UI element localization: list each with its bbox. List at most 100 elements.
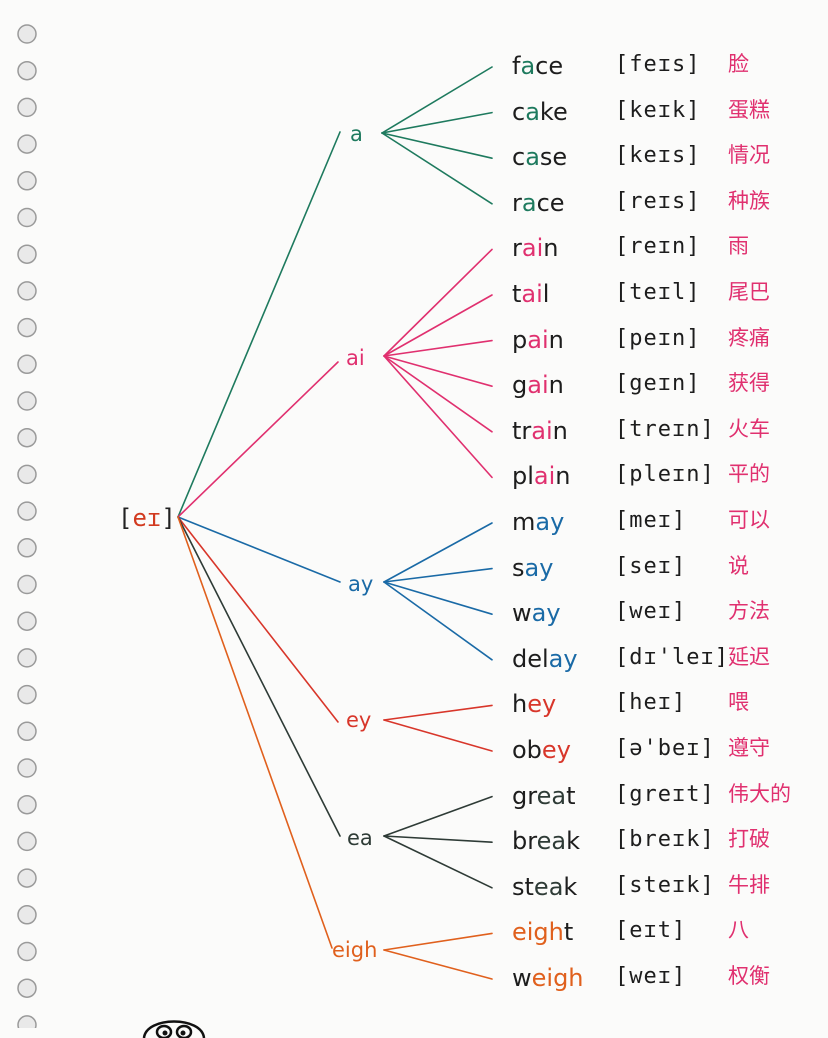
ipa-16: [greɪt] <box>615 781 715 807</box>
leaf-line-a <box>381 111 493 134</box>
word-prefix: t <box>512 280 522 308</box>
ipa-5: [teɪl] <box>615 280 701 305</box>
binding-ring <box>17 831 37 852</box>
word-highlight: ea <box>536 827 567 856</box>
word-highlight: ay <box>524 553 554 582</box>
translation-17: 打破 <box>728 827 770 852</box>
translation-9: 平的 <box>728 462 770 487</box>
word-suffix: se <box>539 143 568 172</box>
word-prefix: c <box>512 97 526 126</box>
ipa-12: [weɪ] <box>615 599 687 625</box>
ipa-2: [keɪs] <box>615 143 701 169</box>
branch-label-eigh: eigh <box>332 938 378 962</box>
translation-12: 方法 <box>728 599 770 624</box>
trunk-line-ai <box>177 361 339 518</box>
leaf-line-ea <box>383 835 493 889</box>
ipa-14: [heɪ] <box>615 690 687 716</box>
translation-15: 遵守 <box>728 736 770 760</box>
word-2: case <box>512 145 567 169</box>
translation-4: 雨 <box>728 234 749 259</box>
word-19: eight <box>512 920 573 944</box>
word-13: delay <box>512 647 578 671</box>
word-16: great <box>512 784 575 808</box>
binding-ring <box>17 868 37 888</box>
trunk-line-ey <box>177 516 339 723</box>
branch-label-ay: ay <box>348 572 374 596</box>
ipa-0: [feɪs] <box>615 52 701 77</box>
word-prefix: f <box>512 52 521 80</box>
ipa-10: [meɪ] <box>615 508 687 533</box>
translation-7: 获得 <box>728 371 770 396</box>
trunk-line-ea <box>177 516 341 837</box>
ipa-15: [ə'beɪ] <box>615 736 715 761</box>
binding-ring <box>17 941 37 962</box>
notebook-binding-rings <box>17 24 37 1028</box>
word-suffix: n <box>548 371 564 400</box>
ipa-1: [keɪk] <box>615 97 701 123</box>
word-11: say <box>512 556 553 580</box>
word-14: hey <box>512 692 556 716</box>
word-highlight: eigh <box>512 918 564 947</box>
word-suffix: l <box>542 280 550 308</box>
binding-ring <box>17 1015 37 1028</box>
word-17: break <box>512 829 580 853</box>
binding-ring <box>17 684 37 705</box>
binding-ring <box>17 574 37 595</box>
word-prefix: m <box>512 508 536 536</box>
word-suffix: ce <box>536 188 565 217</box>
binding-ring <box>17 281 37 301</box>
word-6: pain <box>512 328 564 352</box>
word-highlight: ai <box>527 325 549 354</box>
ipa-6: [peɪn] <box>615 325 701 351</box>
word-suffix: k <box>563 872 578 901</box>
branch-label-ea: ea <box>347 826 373 850</box>
leaf-line-ey <box>383 719 493 752</box>
root-bracket-close: ] <box>161 504 176 532</box>
word-15: obey <box>512 738 571 762</box>
word-highlight: ey <box>527 690 557 719</box>
leaf-line-eigh <box>383 932 493 951</box>
translation-16: 伟大的 <box>728 781 791 806</box>
binding-ring <box>17 978 37 998</box>
word-highlight: ey <box>541 736 571 764</box>
ipa-8: [treɪn] <box>615 416 715 442</box>
translation-20: 权衡 <box>728 964 770 988</box>
word-prefix: tr <box>512 416 532 445</box>
binding-ring <box>17 538 37 558</box>
word-highlight: ay <box>531 599 561 628</box>
word-12: way <box>512 601 561 625</box>
branch-label-ey: ey <box>346 708 372 732</box>
word-prefix: pl <box>512 462 534 491</box>
word-prefix: s <box>512 553 525 582</box>
word-prefix: g <box>512 371 528 400</box>
leaf-line-ea <box>383 795 493 837</box>
trunk-line-a <box>177 131 341 518</box>
word-20: weigh <box>512 966 584 990</box>
translation-3: 种族 <box>728 188 770 213</box>
word-prefix: ob <box>512 736 542 764</box>
word-prefix: w <box>512 964 532 992</box>
binding-ring <box>17 391 37 411</box>
leaf-line-a <box>381 132 493 159</box>
translation-14: 喂 <box>728 690 749 715</box>
word-suffix: ce <box>535 52 564 80</box>
word-highlight: ay <box>535 508 565 536</box>
ipa-11: [seɪ] <box>615 553 687 579</box>
binding-ring <box>17 354 37 375</box>
word-prefix: h <box>512 690 528 719</box>
word-suffix: ke <box>539 97 568 126</box>
word-0: face <box>512 54 563 78</box>
word-10: may <box>512 510 564 534</box>
translation-18: 牛排 <box>728 872 770 897</box>
binding-ring <box>17 134 37 154</box>
translation-11: 说 <box>728 553 749 578</box>
word-prefix: r <box>512 188 522 217</box>
leaf-line-ea <box>383 835 493 844</box>
binding-ring <box>17 24 37 44</box>
word-suffix: t <box>563 918 574 947</box>
binding-ring <box>17 60 37 81</box>
translation-5: 尾巴 <box>728 280 770 304</box>
word-prefix: r <box>512 234 522 263</box>
leaf-line-a <box>381 66 493 134</box>
